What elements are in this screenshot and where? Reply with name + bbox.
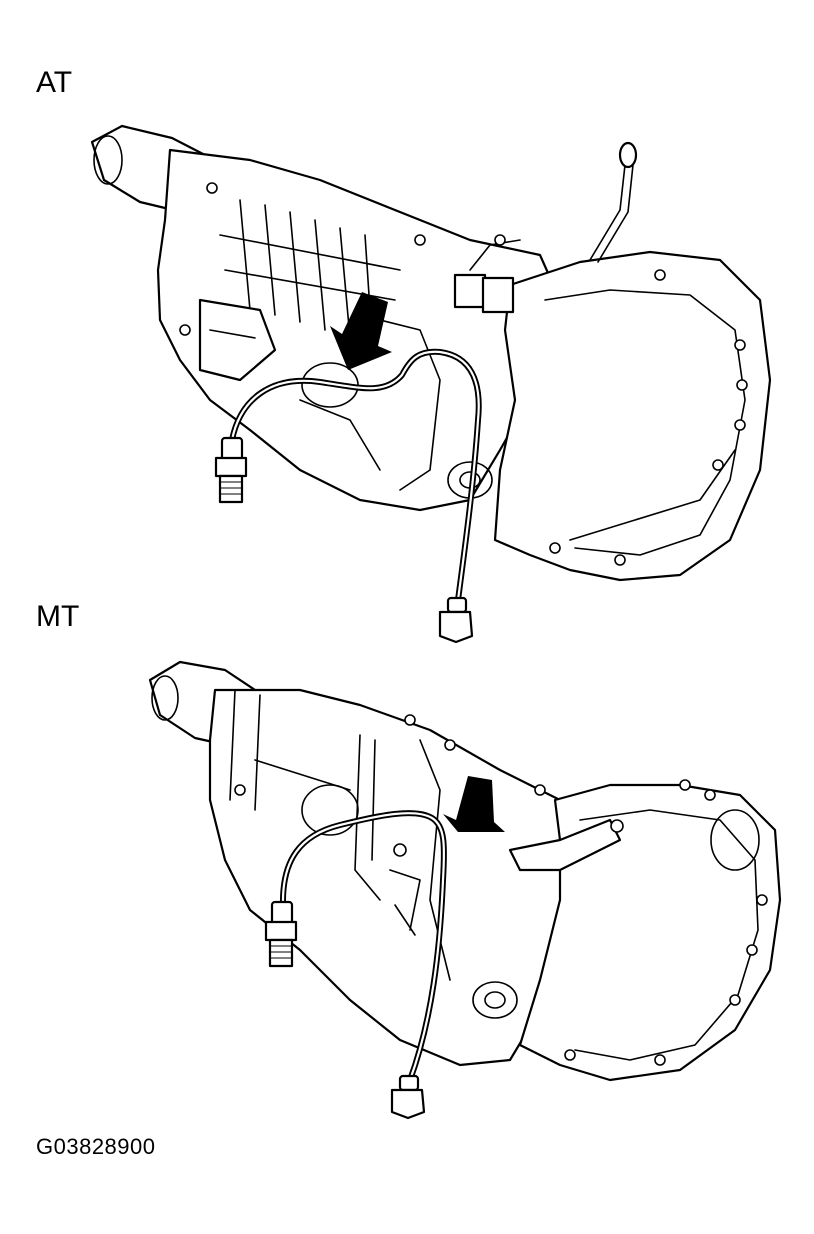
mt-clutch-housing — [518, 783, 782, 1082]
at-sensor-plug — [214, 436, 248, 504]
at-pointer-arrow — [330, 292, 392, 370]
at-sensor-harness — [214, 292, 482, 644]
mt-section-label: MT — [36, 600, 80, 633]
mt-main-case — [208, 688, 582, 1067]
at-sensor-connector — [438, 596, 474, 644]
mt-sensor-plug — [264, 900, 298, 968]
at-section-label: AT — [36, 66, 73, 99]
mt-sensor-connector — [390, 1074, 426, 1120]
figure-code: G03828900 — [36, 1134, 156, 1159]
mt-transmission — [148, 660, 782, 1082]
at-converter-housing — [493, 250, 772, 582]
mt-pointer-arrow — [443, 776, 505, 832]
mt-sensor-harness — [264, 776, 505, 1120]
